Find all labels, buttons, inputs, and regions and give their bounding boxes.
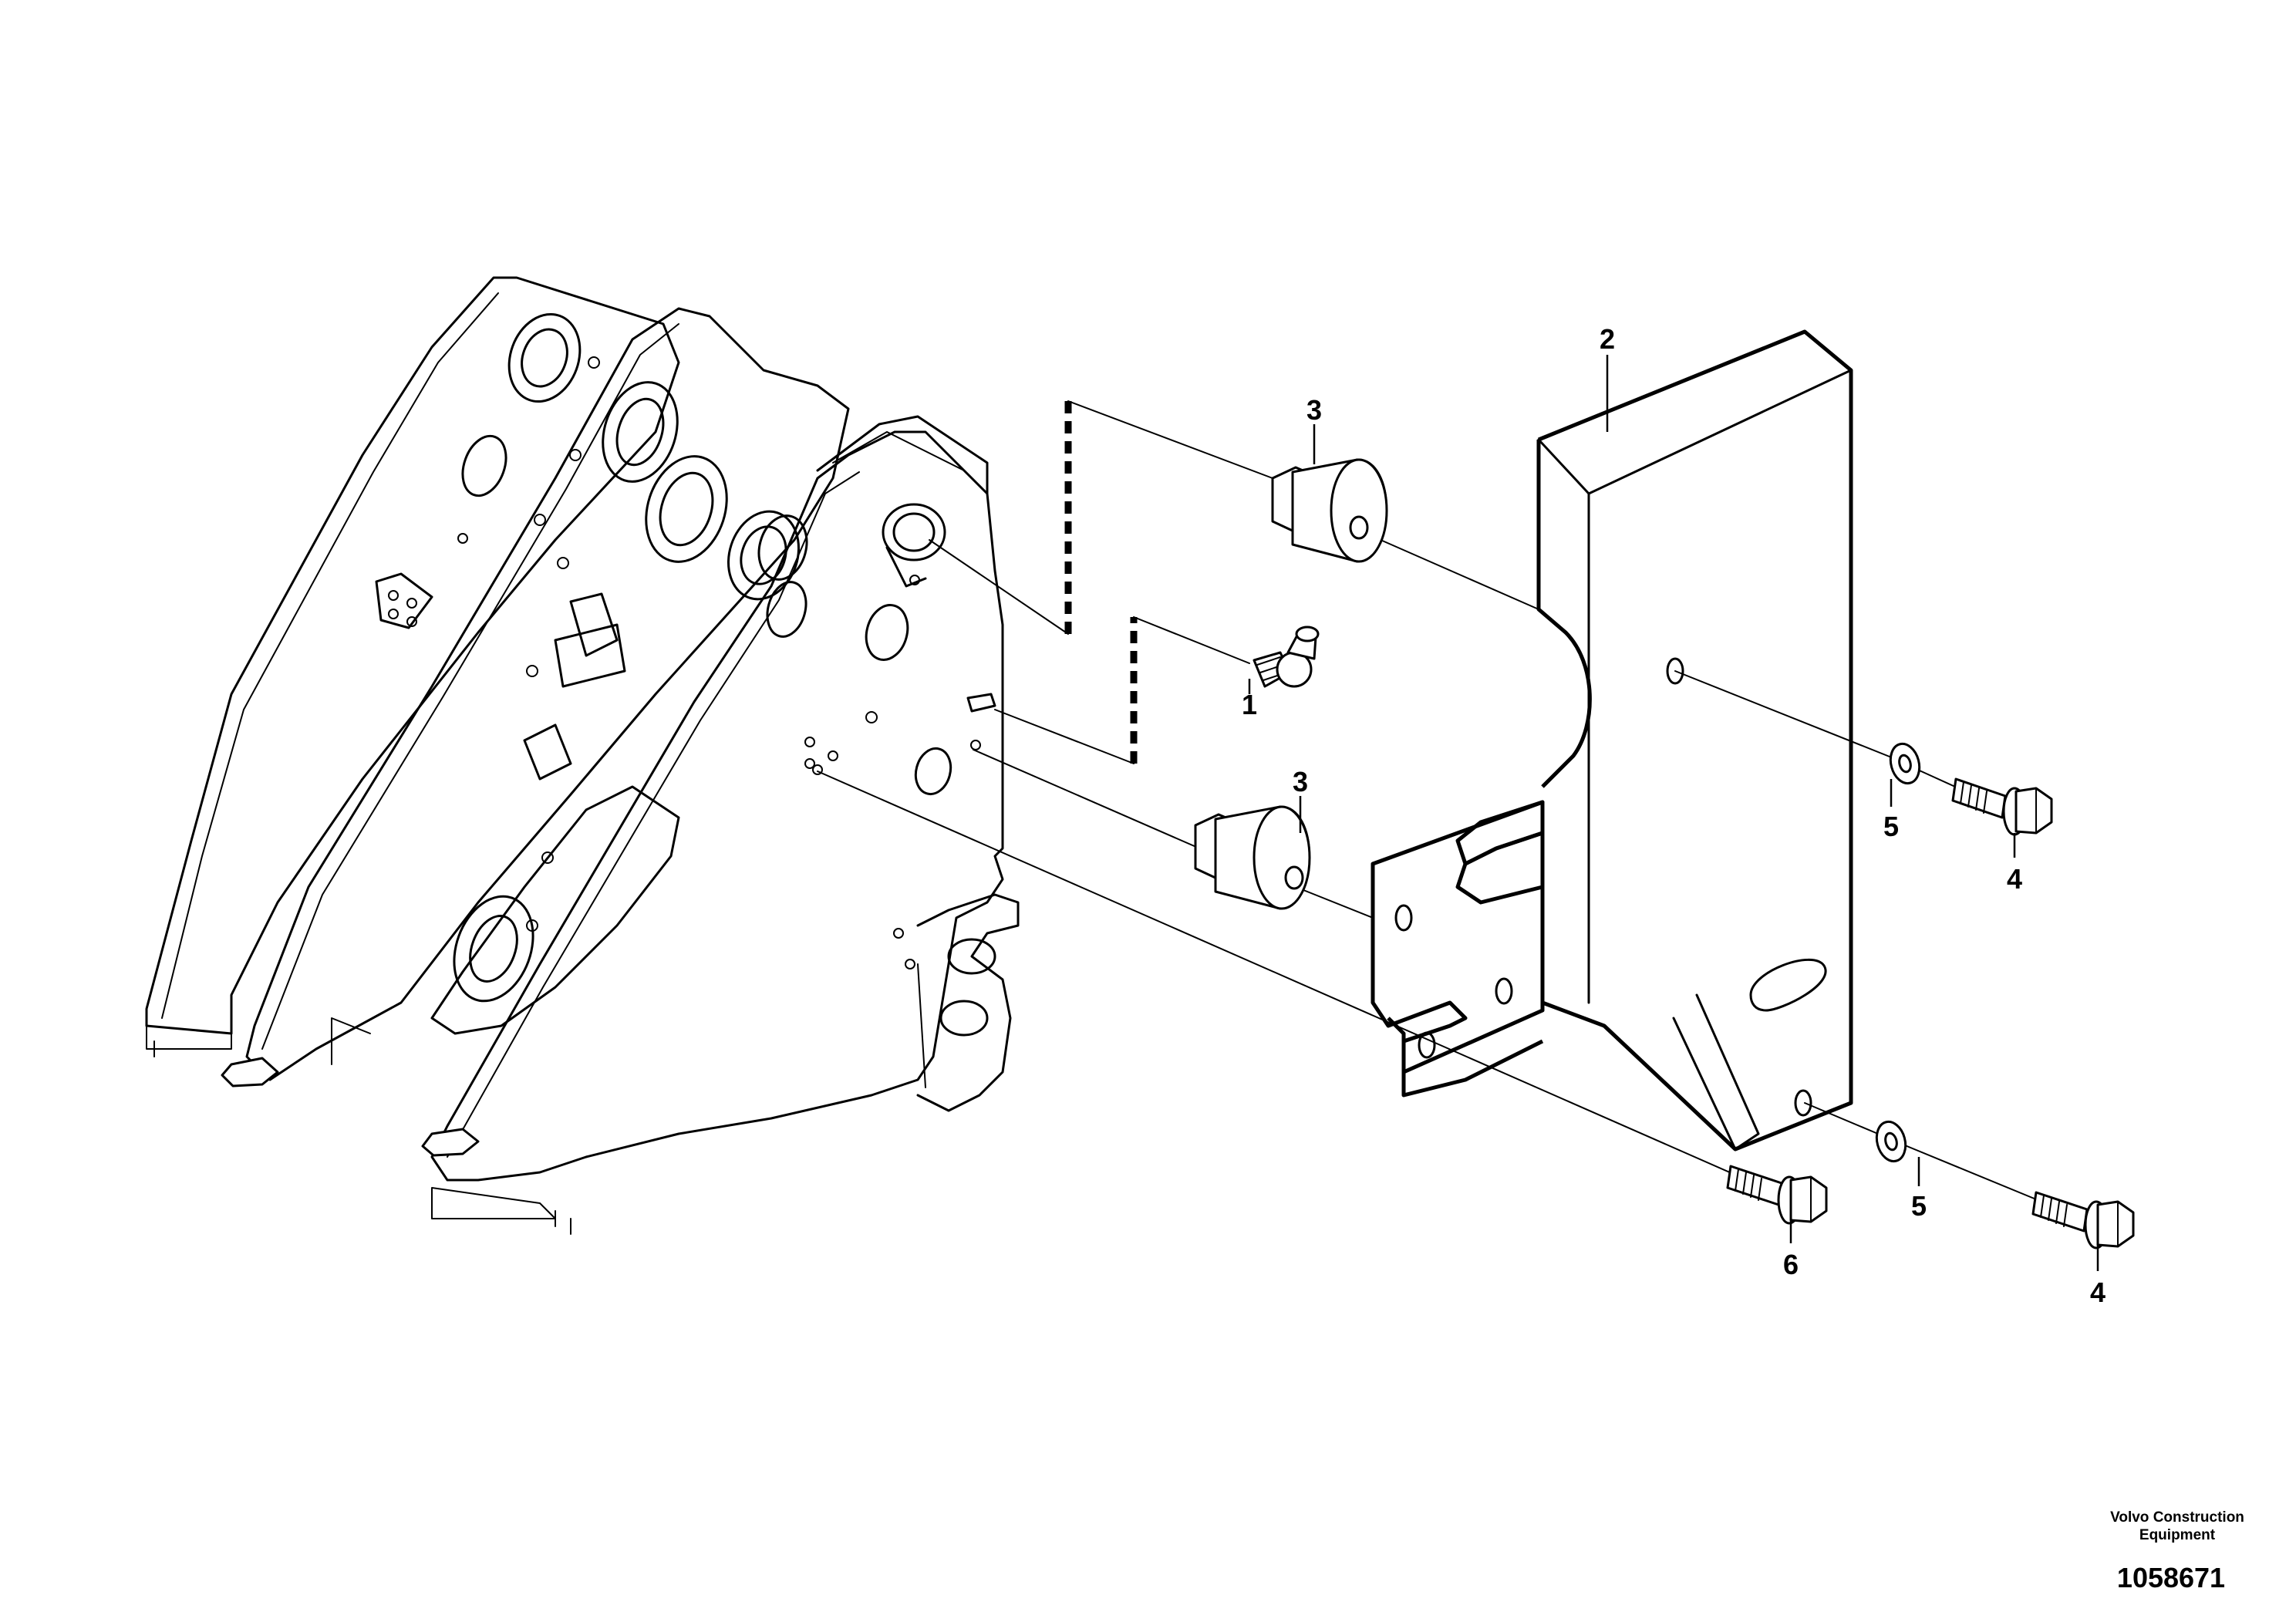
flange-bolt-6 (1726, 1165, 1828, 1225)
rubber-damper-upper (1271, 458, 1388, 563)
grease-nipple (1253, 626, 1320, 688)
washer-upper (1889, 742, 1921, 785)
callout-6: 6 (1783, 1249, 1799, 1280)
rubber-damper-lower (1194, 805, 1311, 910)
leader-lines (817, 400, 2037, 1200)
washer-lower (1875, 1120, 1907, 1163)
callout-4-upper: 4 (2007, 863, 2022, 895)
callout-5-lower: 5 (1911, 1190, 1927, 1222)
front-frame (145, 276, 1020, 1235)
callout-2: 2 (1600, 323, 1615, 355)
callout-3-lower: 3 (1293, 766, 1308, 798)
flange-bolt-lower (2031, 1191, 2135, 1249)
callout-1: 1 (1242, 689, 1257, 720)
brand-line-1: Volvo Construction (2110, 1509, 2244, 1526)
callout-labels: 1 2 3 3 4 4 5 5 6 (1242, 323, 2106, 1308)
mounting-bracket (1371, 329, 1853, 1152)
callout-4-lower: 4 (2090, 1276, 2106, 1308)
flange-bolt-upper (1951, 777, 2053, 836)
callout-5-upper: 5 (1883, 811, 1899, 842)
callout-ticks (1248, 355, 2099, 1271)
footer: Volvo Construction Equipment 1058671 (2110, 1509, 2244, 1593)
document-number: 1058671 (2117, 1562, 2225, 1593)
callout-3-upper: 3 (1306, 394, 1322, 426)
brand-line-2: Equipment (2139, 1527, 2216, 1543)
